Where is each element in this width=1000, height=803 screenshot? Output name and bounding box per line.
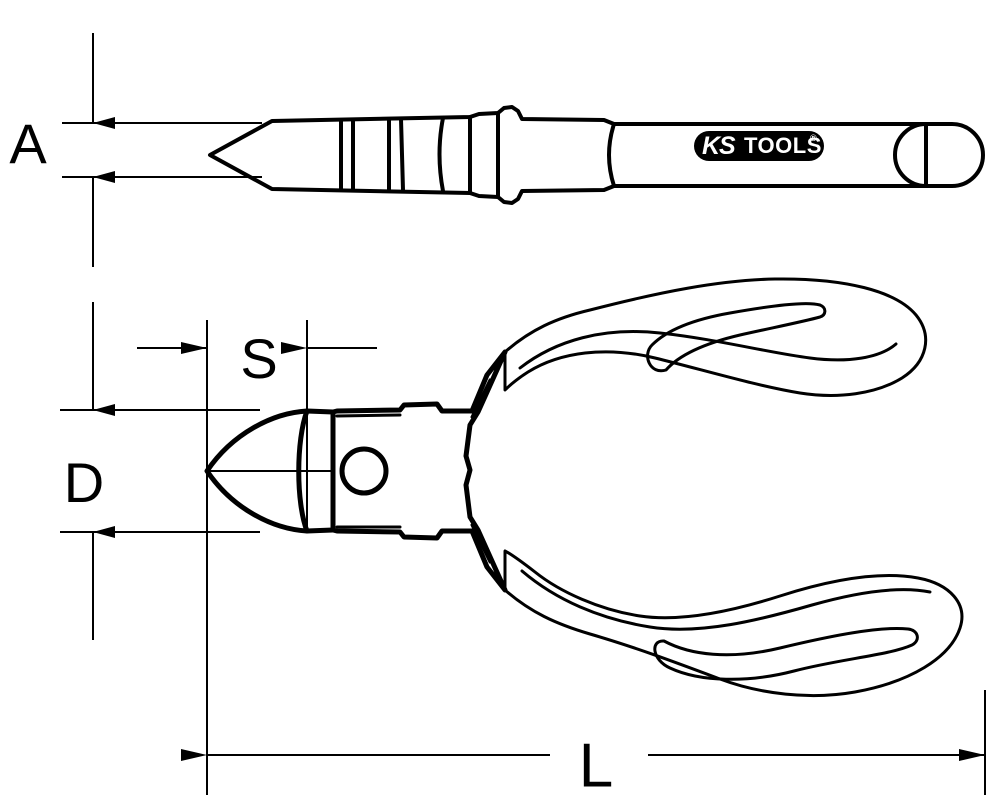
pliers-jaw-bevel-line (296, 408, 310, 534)
logo-tools-text: TOOLS (744, 133, 822, 158)
dimension-a-label: A (9, 112, 47, 175)
logo-registered-symbol: ® (810, 133, 817, 143)
top-view-shaft-ring-4 (399, 117, 405, 192)
pliers-upper-jaw-divider (335, 413, 402, 418)
pliers-head-outline (330, 349, 508, 593)
dimension-s-group: S (137, 320, 377, 795)
ks-tools-logo: KS TOOLS ® (694, 131, 824, 161)
top-view-body-outline (208, 105, 928, 205)
dimension-a-group: A (9, 33, 262, 267)
dimension-d-group: D (60, 302, 260, 640)
pliers-lower-handle-inner-contour (520, 569, 932, 631)
logo-pill-background (694, 131, 824, 161)
pliers-lower-handle-grip-insert (653, 627, 919, 681)
top-view-handle-end-cap (924, 122, 985, 188)
dimension-l-label: L (579, 731, 613, 800)
top-view-group: KS TOOLS ® (208, 105, 985, 205)
pliers-head-upper-neck-line (470, 378, 492, 419)
side-view-group (204, 277, 964, 698)
pliers-upper-handle-outline (503, 277, 928, 397)
pliers-upper-handle-inner-contour (518, 330, 898, 370)
logo-ks-text: KS (702, 132, 736, 160)
dimension-d-label: D (64, 451, 104, 514)
dimension-l-group: L (181, 690, 986, 800)
pliers-head-lower-neck-line (470, 523, 492, 564)
pliers-lower-handle-outline (503, 549, 964, 698)
pliers-pivot-rivet (339, 446, 389, 496)
dimension-s-label: S (240, 327, 277, 390)
top-view-handle-shoulder-line (607, 122, 616, 188)
top-view-handle-end-inner-line (893, 122, 928, 188)
pliers-upper-handle-grip-insert (646, 302, 827, 373)
top-view-shaft-taper-line (437, 116, 445, 193)
